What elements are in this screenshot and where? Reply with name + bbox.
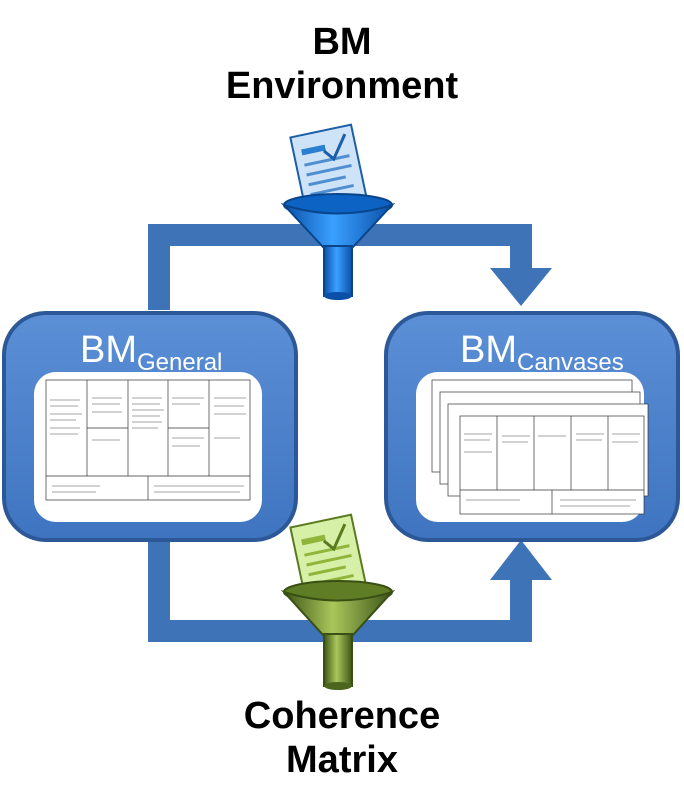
blue-funnel-icon xyxy=(280,123,396,300)
general-canvas-thumbnail xyxy=(45,379,251,501)
bm-canvases-label: BMCanvases xyxy=(460,330,624,383)
bm-canvases-box xyxy=(384,311,680,542)
bm-general-label: BMGeneral xyxy=(80,330,222,383)
canvases-subscript: Canvases xyxy=(517,349,624,376)
canvases-text-lines xyxy=(464,433,640,507)
stacked-canvas-thumbnails xyxy=(431,379,649,515)
coherence-matrix-title: Coherence Matrix xyxy=(0,694,684,782)
bm-general-box xyxy=(2,311,298,542)
general-main-text: BM xyxy=(80,329,137,371)
title-line-1: BM xyxy=(312,21,372,63)
title-line-2: Environment xyxy=(225,65,459,107)
title-line-2: Matrix xyxy=(286,739,398,781)
green-funnel-icon xyxy=(280,513,396,690)
document-icon xyxy=(289,123,369,217)
canvases-main-text: BM xyxy=(460,329,517,371)
bm-environment-title: BM Environment xyxy=(0,20,684,108)
general-canvas-text-lines xyxy=(50,397,246,493)
general-subscript: General xyxy=(137,349,223,376)
title-line-1: Coherence xyxy=(243,695,441,737)
